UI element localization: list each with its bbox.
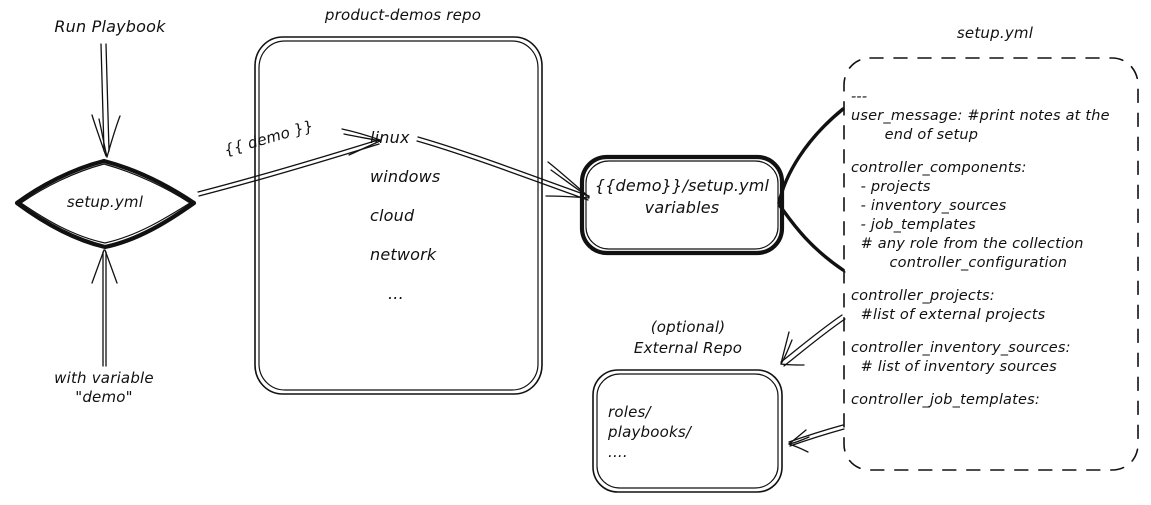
with-variable-label-line1: with variable xyxy=(54,369,154,387)
repo-item-list: linux windows cloud network ... xyxy=(370,128,520,303)
setup-panel-line: end of setup xyxy=(851,127,979,143)
setup-panel-line xyxy=(851,325,1136,339)
setup-panel-line: --- xyxy=(851,89,868,105)
node-setup-yml-diamond-label[interactable]: setup.yml xyxy=(66,193,144,211)
setup-panel-line: controller_components: xyxy=(851,160,1027,176)
setup-panel-line: #list of external projects xyxy=(851,307,1046,323)
product-demos-repo-title: product-demos repo xyxy=(324,6,482,24)
connector-panel-to-vars xyxy=(777,107,846,273)
repo-item-cloud[interactable]: cloud xyxy=(370,206,415,225)
repo-item-network[interactable]: network xyxy=(370,245,437,264)
repo-item-windows[interactable]: windows xyxy=(370,167,441,186)
setup-panel-line: controller_configuration xyxy=(851,255,1068,271)
setup-panel-line: # list of inventory sources xyxy=(851,359,1057,375)
node-product-demos-repo-shape xyxy=(254,36,543,395)
external-repo-title-line2: External Repo xyxy=(633,339,743,357)
vars-node-label-line2[interactable]: variables xyxy=(644,198,720,217)
external-repo-item-roles[interactable]: roles/ xyxy=(608,403,651,421)
vars-node-label-line1[interactable]: {{demo}}/setup.yml xyxy=(594,176,770,195)
setup-panel-title: setup.yml xyxy=(956,24,1034,42)
node-external-repo-shape xyxy=(592,369,783,493)
repo-item-ellipsis: ... xyxy=(388,284,404,303)
external-repo-item-ellipsis: .... xyxy=(608,443,628,461)
arrow-job-templates-to-external-repo xyxy=(788,424,845,453)
setup-panel-line: controller_inventory_sources: xyxy=(851,340,1071,356)
repo-item-linux[interactable]: linux xyxy=(370,128,410,147)
external-repo-item-list: roles/ playbooks/ .... xyxy=(608,402,758,462)
setup-panel-line xyxy=(851,377,1136,391)
arrow-with-variable xyxy=(91,249,118,367)
setup-panel-line: controller_projects: xyxy=(851,288,995,304)
setup-panel-line xyxy=(851,145,1136,159)
node-demo-setup-vars-shape xyxy=(579,154,785,256)
setup-panel-line: user_message: #print notes at the xyxy=(851,108,1110,124)
run-playbook-label: Run Playbook xyxy=(54,17,166,36)
arrow-demo-to-linux xyxy=(197,128,381,197)
setup-panel-line: # any role from the collection xyxy=(851,236,1084,252)
arrow-projects-to-external-repo xyxy=(780,314,846,367)
external-repo-title-line1: (optional) xyxy=(650,318,726,336)
node-setup-yml-panel-shape xyxy=(843,57,1139,471)
setup-panel-line: - inventory_sources xyxy=(851,198,1007,214)
node-setup-yml-diamond-shape xyxy=(14,158,197,250)
setup-panel-line: controller_job_templates: xyxy=(851,392,1040,408)
arrow-run-playbook xyxy=(91,43,121,158)
setup-panel-line xyxy=(851,273,1136,287)
with-variable-label-line2: "demo" xyxy=(75,388,133,406)
setup-panel-line: - projects xyxy=(851,179,931,195)
setup-panel-line: - job_templates xyxy=(851,217,976,233)
setup-panel-content: --- user_message: #print notes at the en… xyxy=(851,88,1136,410)
external-repo-item-playbooks[interactable]: playbooks/ xyxy=(608,423,692,441)
